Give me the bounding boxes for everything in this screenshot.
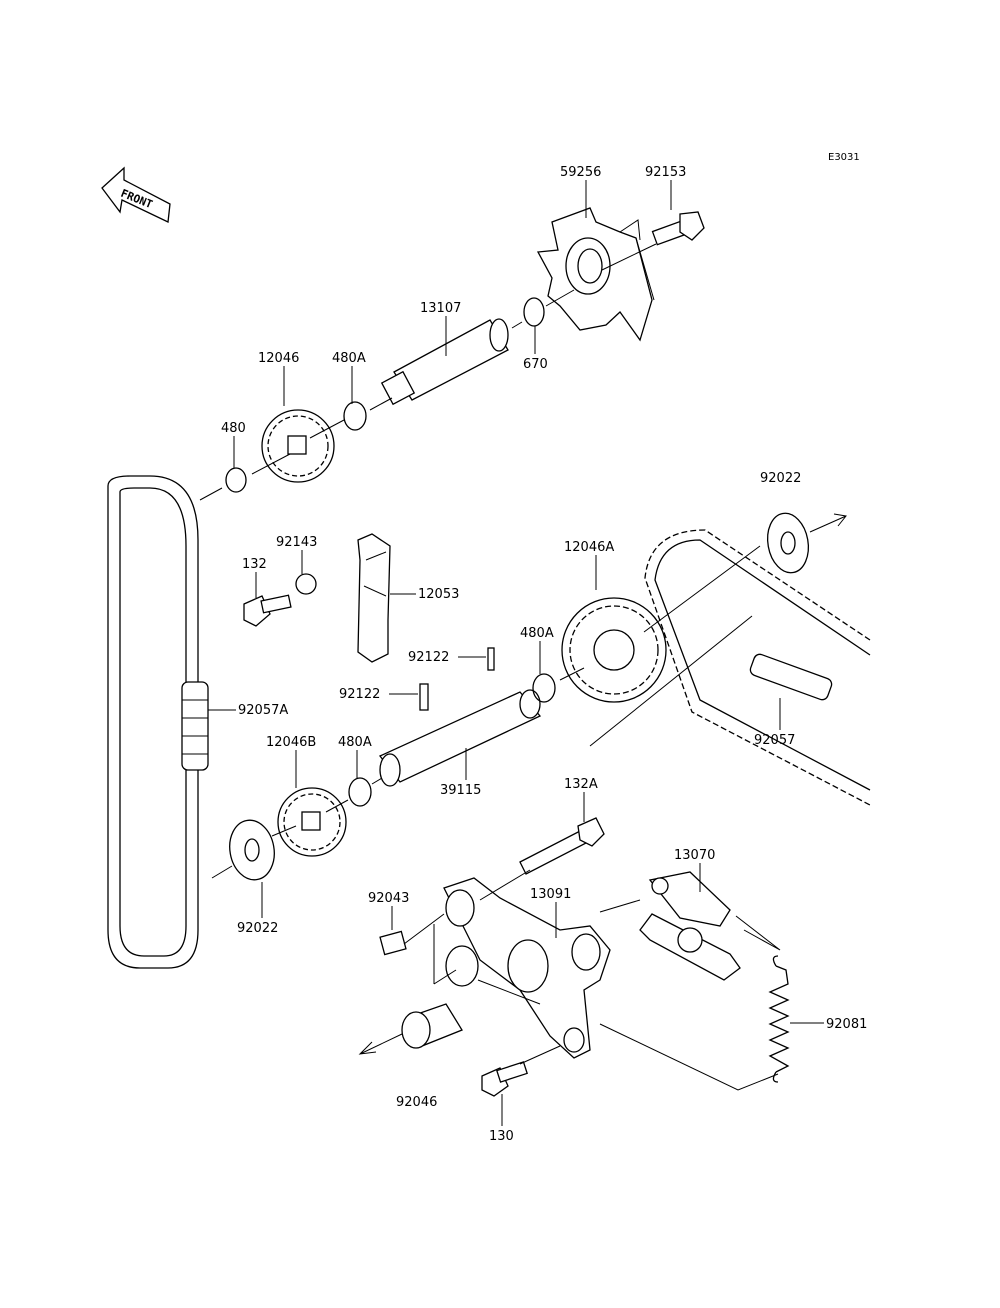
circlip-480a-low [348, 777, 372, 807]
label-12046b: 12046B [266, 735, 316, 750]
pin-92122-lower [419, 683, 429, 711]
label-13091: 13091 [530, 887, 571, 902]
pin-92043 [379, 930, 407, 956]
label-92057a: 92057A [238, 703, 288, 718]
chain-right [644, 529, 871, 806]
bolt-132a [519, 817, 605, 875]
label-92081: 92081 [826, 1017, 867, 1032]
spring-92081 [768, 955, 790, 1083]
sprocket-12046b [277, 787, 347, 857]
bolt-130 [481, 1061, 528, 1097]
washer-92022-right [766, 512, 847, 574]
label-92022-right: 92022 [760, 471, 801, 486]
chain-joint-92057 [749, 653, 833, 701]
wheel-59256 [536, 207, 655, 342]
label-12046a: 12046A [564, 540, 614, 555]
label-92043: 92043 [368, 891, 409, 906]
o-ring-670 [523, 297, 545, 327]
pin-92122-upper [487, 647, 495, 671]
label-59256: 59256 [560, 165, 601, 180]
label-92122-upper: 92122 [408, 650, 449, 665]
shaft-13107 [380, 318, 509, 406]
circlip-480a-top [343, 401, 367, 431]
label-132a: 132A [564, 777, 598, 792]
sprocket-12046 [261, 409, 335, 483]
label-92057: 92057 [754, 733, 795, 748]
collar-92143 [295, 573, 317, 595]
tension-arm-13091 [443, 877, 611, 1059]
bolt-132 [243, 594, 292, 627]
circlip-480a-mid [532, 673, 556, 703]
label-132: 132 [242, 557, 267, 572]
slider-12053 [357, 533, 391, 663]
label-92143: 92143 [276, 535, 317, 550]
slider-shoe-13070 [639, 871, 741, 981]
label-92153: 92153 [645, 165, 686, 180]
label-92046: 92046 [396, 1095, 437, 1110]
bushing-92046 [358, 1003, 463, 1055]
label-480: 480 [221, 421, 246, 436]
label-480a-low: 480A [338, 735, 372, 750]
labels: 59256 92153 13107 670 12046 480A 480 920… [208, 165, 867, 1144]
label-670: 670 [523, 357, 548, 372]
label-12053: 12053 [418, 587, 459, 602]
chain-joint-92057a [181, 681, 209, 771]
label-13107: 13107 [420, 301, 461, 316]
sprocket-12046a [561, 597, 667, 703]
label-92022-left: 92022 [237, 921, 278, 936]
diagram-reference-code: E3031 [828, 152, 860, 163]
washer-92022-left [229, 819, 275, 881]
label-13070: 13070 [674, 848, 715, 863]
label-12046: 12046 [258, 351, 299, 366]
front-arrow-icon: FRONT [101, 166, 171, 223]
label-480a-mid: 480A [520, 626, 554, 641]
label-130: 130 [489, 1129, 514, 1144]
label-480a-top: 480A [332, 351, 366, 366]
shaft-39115 [378, 689, 542, 787]
bolt-92153 [651, 211, 705, 246]
label-39115: 39115 [440, 783, 481, 798]
label-92122-lower: 92122 [339, 687, 380, 702]
chain-left [107, 475, 199, 969]
circlip-480 [225, 467, 247, 493]
